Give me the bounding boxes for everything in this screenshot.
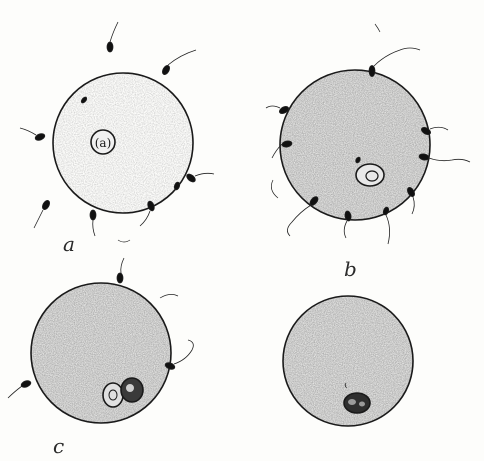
nucleus-a-label: (a) xyxy=(95,136,112,150)
panel-d xyxy=(283,296,413,426)
sperm-b8 xyxy=(344,211,352,238)
panel-c xyxy=(8,258,193,423)
sperm-a8 xyxy=(90,210,96,236)
sperm-b1 xyxy=(369,48,420,77)
sperm-a3 xyxy=(20,128,46,142)
nucleus-b xyxy=(356,164,384,186)
panel-a-label: a xyxy=(63,232,75,256)
nucleus-d xyxy=(344,393,370,413)
sperm-b9 xyxy=(382,206,389,244)
panel-c-label: c xyxy=(53,434,64,458)
panel-b-label: b xyxy=(344,257,357,281)
sperm-b7 xyxy=(287,195,319,236)
sperm-c3 xyxy=(8,379,32,398)
panel-b xyxy=(266,24,470,244)
sperm-c1 xyxy=(117,258,124,283)
sperm-a1 xyxy=(107,22,118,52)
nucleus-a: (a) xyxy=(91,130,115,154)
panel-a: (a) xyxy=(20,22,214,242)
sperm-a9 xyxy=(34,199,51,228)
sperm-a2 xyxy=(161,50,196,76)
sperm-a5 xyxy=(185,172,214,183)
